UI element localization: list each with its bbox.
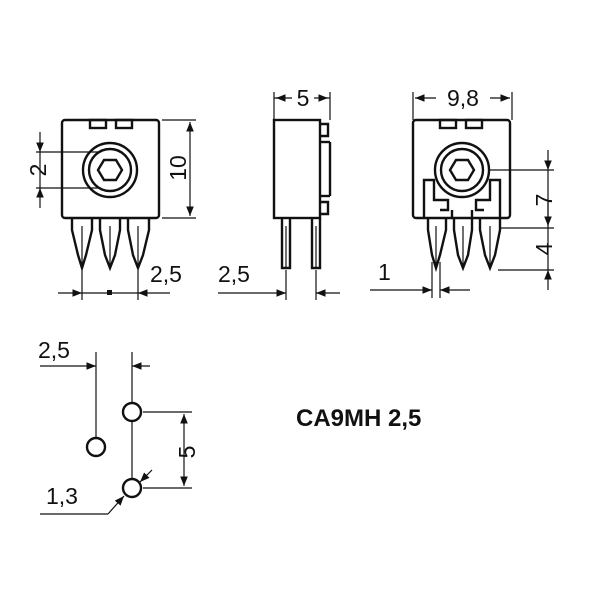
dim-back-lower-label: 4 bbox=[531, 242, 557, 255]
dim-side-pin-offset: 2,5 bbox=[218, 261, 340, 300]
dim-pitch-label: 2,5 bbox=[150, 261, 182, 287]
front-view: 2 10 2,5 bbox=[25, 118, 196, 300]
hole-top bbox=[121, 401, 143, 423]
dim-back-pin: 1 bbox=[370, 259, 470, 298]
dim-side-width: 5 bbox=[273, 85, 331, 120]
back-hex-socket bbox=[448, 158, 476, 182]
dim-height: 10 bbox=[162, 119, 196, 219]
side-body bbox=[272, 118, 322, 220]
dim-back-upper-label: 7 bbox=[531, 194, 557, 207]
back-body bbox=[411, 118, 512, 220]
front-rotor-outer bbox=[81, 141, 139, 199]
hole-bottom bbox=[121, 477, 143, 499]
hole-middle bbox=[85, 436, 107, 458]
dim-back-width: 9,8 bbox=[412, 85, 513, 120]
part-title: CA9MH 2,5 bbox=[296, 405, 421, 432]
front-hex-socket bbox=[96, 158, 124, 182]
dim-footprint-vertical: 5 bbox=[143, 411, 200, 489]
dim-back-width-label: 9,8 bbox=[447, 85, 479, 111]
dim-footprint-hole-label: 1,3 bbox=[46, 483, 78, 509]
dim-side-pin-offset-label: 2,5 bbox=[218, 261, 250, 287]
back-pins bbox=[426, 218, 502, 273]
dim-footprint-hole: 1,3 bbox=[40, 469, 153, 515]
footprint: 2,5 5 1,3 bbox=[38, 337, 200, 515]
front-slot-left bbox=[88, 118, 108, 130]
dim-footprint-vertical-label: 5 bbox=[174, 446, 200, 459]
dim-footprint-horizontal: 2,5 bbox=[38, 337, 150, 370]
dim-back-heights: 7 4 bbox=[488, 150, 557, 290]
dim-shaft: 2 bbox=[25, 132, 98, 208]
dim-pitch: 2,5 bbox=[58, 261, 182, 300]
dim-back-pin-label: 1 bbox=[378, 259, 391, 285]
dim-height-label: 10 bbox=[165, 155, 191, 181]
back-rotor-inner bbox=[439, 147, 485, 193]
side-pins bbox=[280, 218, 322, 270]
front-slot-right bbox=[114, 118, 134, 130]
back-view: 9,8 7 4 1 bbox=[370, 85, 557, 298]
dim-side-width-label: 5 bbox=[297, 85, 310, 111]
side-view: 5 2,5 bbox=[218, 85, 340, 300]
dim-shaft-label: 2 bbox=[25, 164, 51, 177]
front-rotor-inner bbox=[87, 147, 133, 193]
front-body bbox=[60, 118, 161, 220]
dim-footprint-horizontal-label: 2,5 bbox=[38, 337, 70, 363]
front-pins bbox=[70, 218, 151, 273]
